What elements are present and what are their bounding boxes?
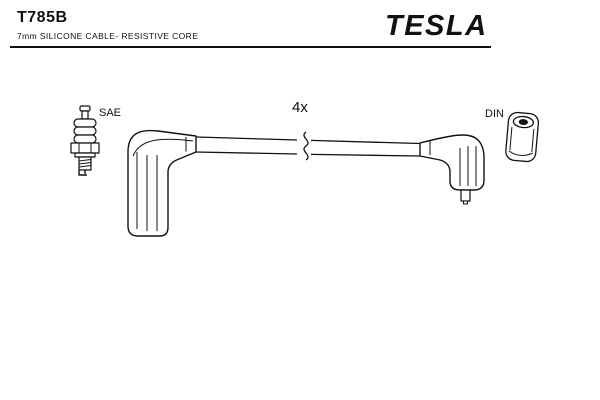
right-boot-drawing — [419, 134, 485, 205]
boot-terminal-stub — [460, 189, 471, 202]
din-terminal-drawing — [505, 111, 540, 163]
spark-plug-drawing — [70, 105, 100, 176]
quantity-label: 4x — [292, 99, 308, 116]
cable-description: 7mm SILICONE CABLE- RESISTIVE CORE — [17, 31, 199, 41]
brand-logo-text: TESLA — [385, 10, 488, 42]
cable-drawing — [195, 131, 421, 161]
sae-label: SAE — [99, 107, 121, 119]
hex-body — [70, 142, 100, 154]
part-number: T785B — [17, 9, 68, 26]
header-rule — [10, 46, 491, 48]
left-boot-drawing — [127, 129, 197, 237]
tesla-logo-svg: TESLA — [385, 10, 488, 42]
insulator-rib — [73, 134, 97, 144]
insulator-rib — [73, 126, 97, 136]
terminal-tip — [463, 200, 468, 205]
insulator-rib — [73, 118, 97, 128]
cable-break-symbol — [303, 131, 309, 161]
brand-logo: TESLA — [383, 8, 495, 42]
ground-electrode — [78, 170, 87, 176]
din-label: DIN — [485, 108, 504, 120]
